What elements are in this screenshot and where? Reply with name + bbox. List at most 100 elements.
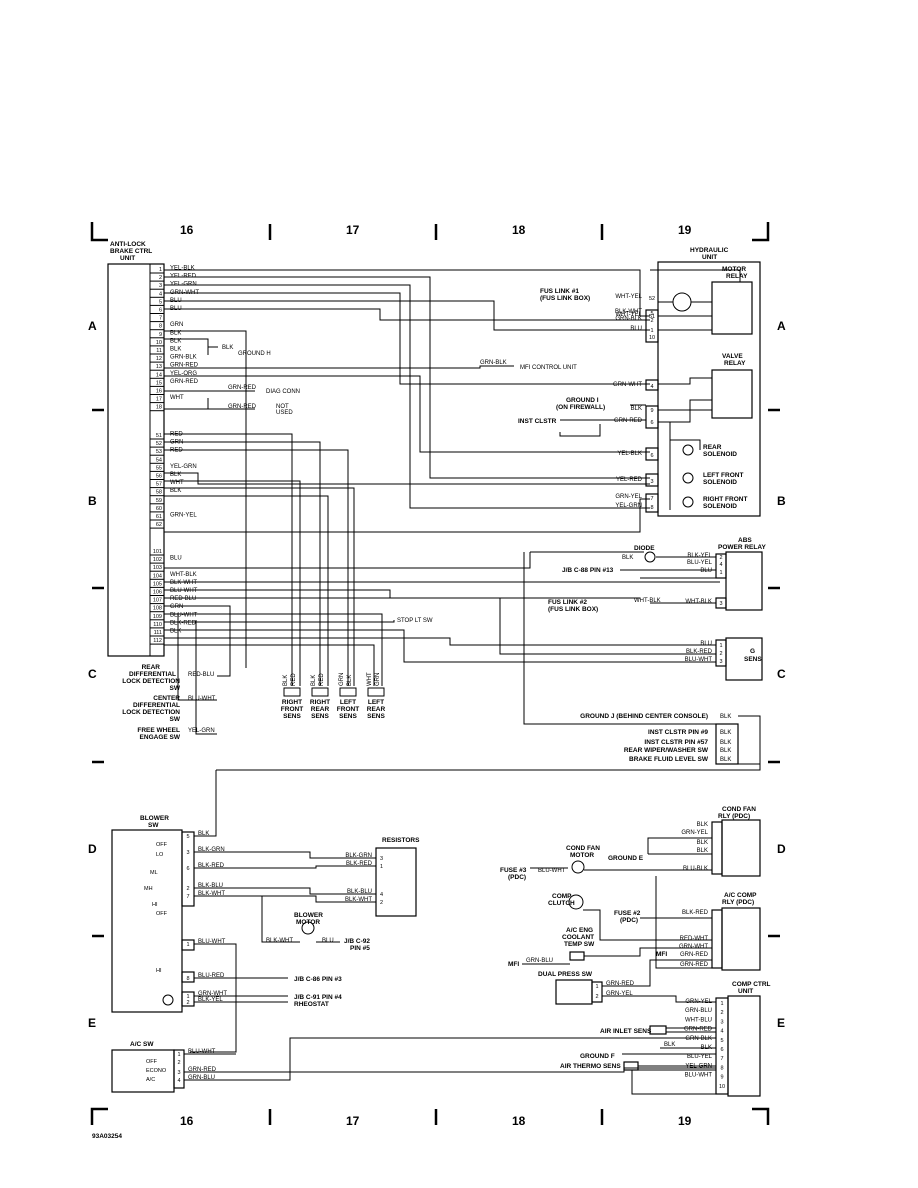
abs-pin-number: 52 bbox=[156, 441, 162, 447]
comp-ctrl-pin-wire: GRN-YEL bbox=[685, 999, 712, 1005]
hydraulic-pin-number: 52 bbox=[649, 296, 655, 302]
abs-pin-number: 17 bbox=[156, 397, 162, 403]
diag-conn-label: DIAG CONN bbox=[266, 389, 300, 395]
fuse2-label: FUSE #2 bbox=[614, 910, 641, 917]
mfi-label-2: MFI bbox=[656, 951, 667, 958]
sensor-wire-1: WHT bbox=[367, 672, 373, 686]
col-label-bottom: 17 bbox=[346, 1114, 360, 1128]
abs-pin-number: 13 bbox=[156, 364, 162, 370]
abs-pin-number: 55 bbox=[156, 465, 162, 471]
cond-fan-motor-label: MOTOR bbox=[570, 852, 594, 859]
sensor-wire-2: RED bbox=[319, 673, 325, 686]
abs-power-pin-number: 3 bbox=[719, 601, 722, 607]
not-used-label: NOT bbox=[276, 404, 289, 410]
abs-pin-wire: GRN bbox=[170, 440, 183, 446]
fus-link2-label: (FUS LINK BOX) bbox=[548, 606, 598, 613]
abs-pin-number: 56 bbox=[156, 474, 162, 480]
inst-clstr-label: INST CLSTR bbox=[518, 418, 557, 425]
ground-j-wire: BLK bbox=[720, 748, 731, 754]
ground-h-label: GROUND H bbox=[238, 351, 271, 357]
hydraulic-pin-number: 3 bbox=[650, 479, 653, 485]
ac-comp-rly-label: A/C COMP bbox=[724, 892, 757, 899]
blower-pin-number: 2 bbox=[186, 886, 189, 892]
ground-i-label: (ON FIREWALL) bbox=[556, 404, 605, 411]
rear-diff-label: REAR bbox=[142, 664, 161, 671]
ac-pos: OFF bbox=[146, 1059, 158, 1065]
cond-fan-rly-label: RLY (PDC) bbox=[718, 813, 750, 820]
blk-label: BLK bbox=[222, 345, 233, 351]
grn-blk-label: GRN-BLK bbox=[480, 360, 507, 366]
sensor-connector bbox=[339, 687, 357, 697]
not-used-label: USED bbox=[276, 410, 293, 416]
sensor-name: SENS bbox=[339, 713, 357, 720]
hydraulic-pin-wire: YEL-GRN bbox=[615, 503, 642, 509]
abs-pin-number: 8 bbox=[159, 324, 162, 330]
comp-ctrl-pin-number: 2 bbox=[720, 1010, 723, 1016]
mfi-control-unit-label: MFI CONTROL UNIT bbox=[520, 365, 577, 371]
valve-relay-label: RELAY bbox=[724, 360, 746, 367]
resistor-pin-number: 1 bbox=[380, 864, 383, 870]
abs-pin-wire: BLU-WHT bbox=[170, 588, 198, 594]
abs-pin-number: 15 bbox=[156, 380, 162, 386]
row-label-left: E bbox=[88, 1016, 96, 1030]
ground-j-item: GROUND J (BEHIND CENTER CONSOLE) bbox=[580, 713, 708, 720]
abs-pin-number: 111 bbox=[154, 630, 162, 636]
ground-j-wire: BLK bbox=[720, 740, 731, 746]
abs-pin-number: 102 bbox=[153, 557, 162, 563]
abs-power-pin-wire: BLK-YEL bbox=[687, 553, 712, 559]
blower-pin-wire: BLK-RED bbox=[198, 863, 225, 869]
sensor-name: SENS bbox=[283, 713, 301, 720]
abs-pin-number: 58 bbox=[156, 490, 162, 496]
resistor-pin-number: 2 bbox=[380, 900, 383, 906]
abs-pin-wire: GRN-RED bbox=[170, 363, 199, 369]
hydraulic-pin-wire: WHT-YEL bbox=[615, 312, 642, 318]
abs-pin-number: 112 bbox=[153, 638, 162, 644]
diode-blk: BLK bbox=[622, 555, 633, 561]
sensor-connector bbox=[283, 687, 301, 697]
g-sens-pin-wire: BLU bbox=[700, 641, 712, 647]
blower-pin-number: 3 bbox=[186, 850, 189, 856]
abs-pin-number: 61 bbox=[156, 514, 162, 520]
abs-pin-wire: BLK bbox=[170, 347, 181, 353]
center-diff-label: CENTER bbox=[153, 695, 180, 702]
comp-ctrl-pin-number: 9 bbox=[720, 1075, 723, 1081]
sensor-name: FRONT bbox=[337, 706, 359, 713]
comp-ctrl-pin-number: 8 bbox=[720, 1065, 723, 1071]
comp-ctrl-pin-wire: GRN-BLU bbox=[685, 1008, 712, 1014]
col-label-bottom: 16 bbox=[180, 1114, 194, 1128]
sensor-name: FRONT bbox=[281, 706, 303, 713]
free-wheel-wire: YEL-GRN bbox=[188, 728, 215, 734]
blower-position: OFF bbox=[156, 911, 168, 917]
comp-ctrl-pin-number: 7 bbox=[720, 1056, 723, 1062]
g-sens-label: G bbox=[750, 648, 755, 655]
abs-pin-number: 1 bbox=[159, 267, 162, 273]
abs-pin-number: 14 bbox=[156, 372, 162, 378]
hydraulic-pin-wire: BLK bbox=[631, 406, 642, 412]
comp-section: COND FAN RLY (PDC) BLKGRN-YELBLKBLKBLU-B… bbox=[500, 806, 771, 1097]
abs-pin-wire: BLK bbox=[170, 629, 181, 635]
ground-j-item: REAR WIPER/WASHER SW bbox=[624, 747, 709, 754]
coolant-sw-label: TEMP SW bbox=[564, 941, 595, 948]
motor-w1: BLK-WHT bbox=[266, 938, 293, 944]
rheostat-label: RHEOSTAT bbox=[294, 1001, 329, 1008]
abs-pin-wire: BLK-WHT bbox=[170, 580, 197, 586]
abs-pin-number: 54 bbox=[156, 457, 162, 463]
col-label-top: 18 bbox=[512, 223, 526, 237]
cond-fan-wire: BLK bbox=[697, 822, 708, 828]
row-label-left: D bbox=[88, 842, 97, 856]
abs-pin-wire: BLK-RED bbox=[170, 620, 197, 626]
ground-j-item: INST CLSTR PIN #9 bbox=[648, 729, 708, 736]
abs-pin-number: 105 bbox=[153, 581, 162, 587]
hydraulic-title: UNIT bbox=[702, 254, 717, 261]
abs-pin-wire: YEL-BLK bbox=[170, 266, 195, 272]
blower-pin-wire: BLK-WHT bbox=[198, 891, 225, 897]
abs-pin-number: 57 bbox=[156, 482, 162, 488]
ground-j-block: GROUND J (BEHIND CENTER CONSOLE) BLK INST … bbox=[216, 552, 761, 771]
abs-pin-wire: WHT bbox=[170, 480, 184, 486]
abs-pin-number: 59 bbox=[156, 498, 162, 504]
abs-pin-wire: WHT bbox=[170, 395, 184, 401]
